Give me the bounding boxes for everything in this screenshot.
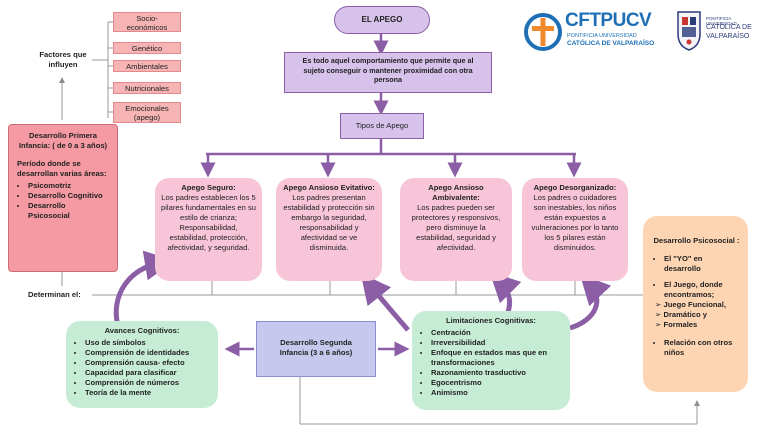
pucv-logo: PONTIFICIA UNIVERSIDAD CATÓLICA DE VALPA… [675,6,757,54]
determinan-label: Determinan el: [28,290,81,299]
psico-subitem: ➢ Juego Funcional, [655,300,726,310]
pucv-line1: CATÓLICA DE [706,24,752,31]
type-avoidant-title: Apego Ansioso Evitativo: [283,183,375,192]
type-disorganized-title: Apego Desorganizado: [533,183,617,192]
types-header-box: Tipos de Apego [340,113,424,139]
early-title: Desarrollo Primera Infancia: ( de 0 a 3 … [18,131,108,151]
types-header-text: Tipos de Apego [355,121,409,130]
factors-label: Factores que influyen [39,50,87,70]
early-item: Desarrollo Cognitivo [28,191,109,201]
type-disorganized-body: Los padres o cuidadores son inestables, … [531,193,619,253]
psico-item: El "YO" en desarrollo [664,254,740,274]
pucv-line2: VALPARAÍSO [706,33,750,40]
type-secure-body: Los padres establecen los 5 pilares fund… [161,193,256,253]
factor-nutricionales: Nutricionales [113,82,181,94]
early-item: Psicomotriz [28,181,109,191]
advances-item: Uso de símbolos [85,338,210,348]
cftpucv-logo: CFTPUCV PONTIFICIA UNIVERSIDAD CATÓLICA … [523,10,655,54]
pucv-shield-icon [677,11,701,51]
type-ambivalent-box: Apego Ansioso Ambivalente: Los padres pu… [400,178,512,281]
advances-item: Comprensión de identidades [85,348,210,358]
psicosocial-box: Desarrollo Psicosocial : El "YO" en desa… [643,216,748,392]
cftpucv-emblem-icon [524,13,562,51]
limits-item: Enfoque en estados mas que en transforma… [431,348,562,368]
second-infancy-box: Desarrollo Segunda Infancia (3 a 6 años) [256,321,376,377]
early-childhood-box: Desarrollo Primera Infancia: ( de 0 a 3 … [8,124,118,272]
definition-text: Es todo aquel comportamiento que permite… [302,56,474,84]
type-avoidant-box: Apego Ansioso Evitativo: Los padres pres… [276,178,382,281]
psico-subitem: ➢ Formales [655,320,698,330]
early-item: Desarrollo Psicosocial [28,201,109,221]
type-disorganized-box: Apego Desorganizado: Los padres o cuidad… [522,178,628,281]
early-intro: Período donde se desarrollan varias área… [17,159,107,179]
type-secure-box: Apego Seguro: Los padres establecen los … [155,178,262,281]
limits-box: Limitaciones Cognitivas: Centración Irre… [412,311,570,410]
factor-genetico: Genético [113,42,181,54]
type-ambivalent-body: Los padres pueden ser protectores y resp… [411,203,501,253]
psico-list: El "YO" en desarrollo El Juego, donde en… [653,254,740,300]
psico-list-2: Relación con otros niños [653,338,740,358]
title-box: EL APEGO [334,6,430,34]
title-text: EL APEGO [361,15,403,24]
limits-item: Animismo [431,388,562,398]
cftpucv-sub1: PONTIFICIA UNIVERSIDAD [567,33,637,39]
limits-item: Centración [431,328,562,338]
cftpucv-text: CFTPUCV [565,10,652,31]
limits-list: Centración Irreversibilidad Enfoque en e… [420,328,562,398]
limits-title: Limitaciones Cognitivas: [446,316,536,325]
advances-item: Capacidad para clasificar [85,368,210,378]
advances-item: Comprensión causa- efecto [85,358,210,368]
psico-item: El Juego, donde encontramos; [664,280,740,300]
psico-item: Relación con otros niños [664,338,740,358]
type-avoidant-body: Los padres presentan estabilidad y prote… [283,193,375,253]
advances-title: Avances Cognitivos: [104,326,180,335]
limits-item: Egocentrismo [431,378,562,388]
psico-title: Desarrollo Psicosocial : [653,236,740,245]
limits-item: Razonamiento trasductivo [431,368,562,378]
factor-emocionales: Emocionales (apego) [113,102,181,123]
early-list: Psicomotriz Desarrollo Cognitivo Desarro… [17,181,109,221]
factor-ambientales: Ambientales [113,60,181,72]
type-ambivalent-title: Apego Ansioso Ambivalente: [428,183,484,203]
psico-sublist: ➢ Juego Funcional, ➢ Dramático y ➢ Forma… [653,300,740,330]
type-secure-title: Apego Seguro: [181,183,236,192]
pucv-small: PONTIFICIA UNIVERSIDAD [706,16,737,26]
advances-item: Teoría de la mente [85,388,210,398]
advances-list: Uso de símbolos Comprensión de identidad… [74,338,210,398]
cftpucv-sub2: CATÓLICA DE VALPARAÍSO [567,40,655,47]
advances-item: Comprensión de números [85,378,210,388]
factor-socio: Socio-económicos [113,12,181,32]
advances-box: Avances Cognitivos: Uso de símbolos Comp… [66,321,218,408]
limits-item: Irreversibilidad [431,338,562,348]
definition-box: Es todo aquel comportamiento que permite… [284,52,492,93]
psico-subitem: ➢ Dramático y [655,310,707,320]
